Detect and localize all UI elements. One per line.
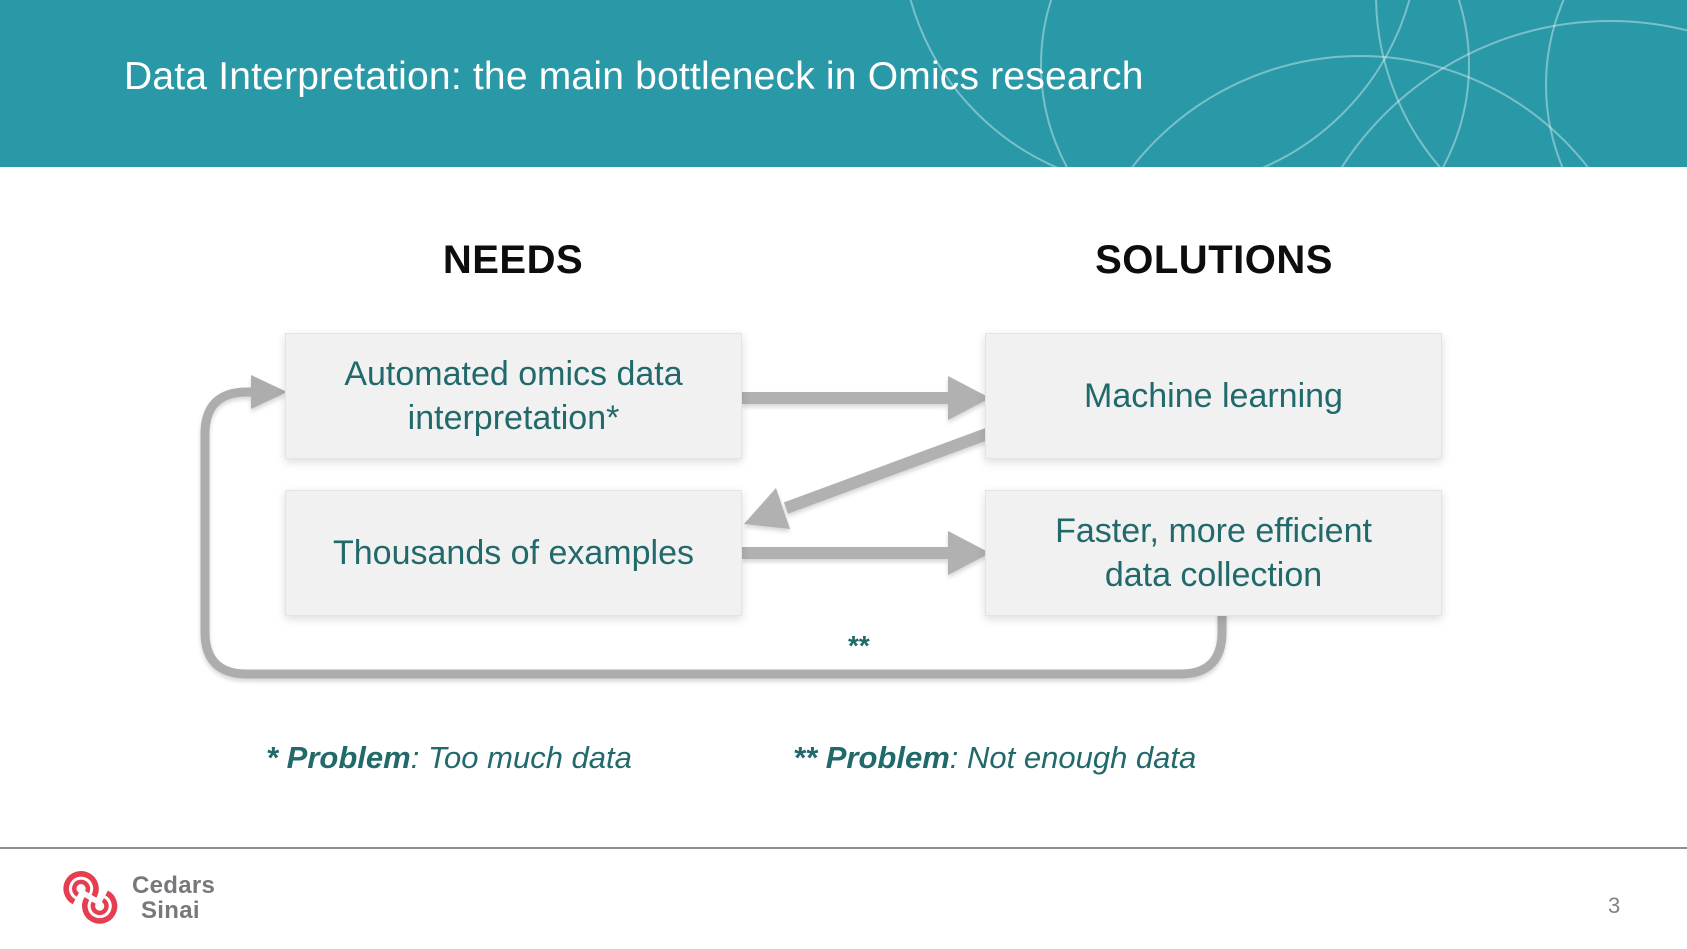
need-box-automated-interpretation: Automated omics data interpretation* bbox=[285, 333, 742, 459]
footer-divider bbox=[0, 847, 1687, 849]
needs-column-header: NEEDS bbox=[442, 238, 584, 282]
solution-box-machine-learning: Machine learning bbox=[985, 333, 1442, 459]
solutions-column-header: SOLUTIONS bbox=[1095, 238, 1333, 282]
cedars-sinai-logo: Cedars Sinai bbox=[60, 870, 215, 926]
need-box-automated-interpretation-label: Automated omics data interpretation* bbox=[344, 355, 683, 437]
arrow-need1-to-solution1 bbox=[742, 376, 990, 420]
need-box-thousands-examples-label: Thousands of examples bbox=[333, 534, 694, 572]
solution-box-machine-learning-label: Machine learning bbox=[1084, 377, 1343, 415]
decorative-circle bbox=[1545, 0, 1687, 167]
footnote-text-part: : Not enough data bbox=[949, 740, 1197, 775]
solution-box-data-collection: Faster, more efficient data collection bbox=[985, 490, 1442, 616]
arrow-need2-to-solution2 bbox=[742, 531, 990, 575]
slide-title: Data Interpretation: the main bottleneck… bbox=[124, 55, 1144, 98]
footnote-bold-part: * Problem bbox=[266, 740, 411, 775]
cedars-sinai-logo-icon bbox=[63, 871, 118, 924]
need-box-thousands-examples: Thousands of examples bbox=[285, 490, 742, 616]
logo-line-2: Sinai bbox=[141, 897, 200, 924]
solution-box-data-collection-label: Faster, more efficient data collection bbox=[1055, 512, 1372, 594]
logo-line-1: Cedars bbox=[132, 872, 216, 899]
loop-asterisk-label: ** bbox=[848, 630, 870, 661]
header-band: Data Interpretation: the main bottleneck… bbox=[0, 0, 1687, 167]
footnote-bold-part: ** Problem bbox=[793, 740, 950, 775]
cedars-sinai-logo-text: Cedars Sinai bbox=[132, 873, 215, 923]
footnote-too-much-data: * Problem: Too much data bbox=[266, 740, 632, 776]
page-number: 3 bbox=[1608, 893, 1621, 918]
footnote-not-enough-data: ** Problem: Not enough data bbox=[793, 740, 1196, 776]
footnote-text-part: : Too much data bbox=[410, 740, 632, 775]
